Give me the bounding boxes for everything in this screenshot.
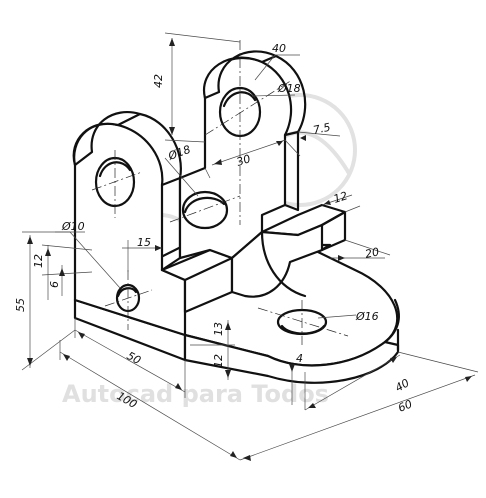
center-lines — [91, 40, 349, 345]
dimension-lines — [21, 32, 479, 461]
dim-4: 4 — [296, 352, 303, 365]
dim-d16: Ø16 — [355, 310, 379, 323]
dim-42: 42 — [152, 74, 165, 88]
dim-d18-top: Ø18 — [277, 82, 301, 95]
dim-13: 13 — [212, 322, 225, 336]
dim-50: 50 — [125, 349, 143, 367]
dim-7-5: 7.5 — [312, 121, 332, 137]
dim-d10: Ø10 — [61, 220, 85, 233]
watermark-text: Autocad para Todos — [62, 380, 329, 408]
dim-d40: 40 — [272, 42, 286, 55]
dim-30: 30 — [235, 152, 252, 169]
front-wall — [72, 111, 234, 337]
dim-60: 60 — [396, 397, 414, 414]
dim-d18-left: Ø18 — [166, 143, 193, 163]
dim-12-left: 12 — [32, 254, 45, 268]
dim-20: 20 — [364, 245, 380, 261]
dim-15: 15 — [137, 236, 151, 249]
dim-12-bottom: 12 — [212, 354, 225, 368]
dim-6: 6 — [48, 281, 61, 288]
dim-40: 40 — [393, 376, 412, 394]
right-block — [230, 203, 347, 298]
dim-55: 55 — [14, 298, 27, 312]
dim-12-top: 12 — [332, 189, 349, 206]
